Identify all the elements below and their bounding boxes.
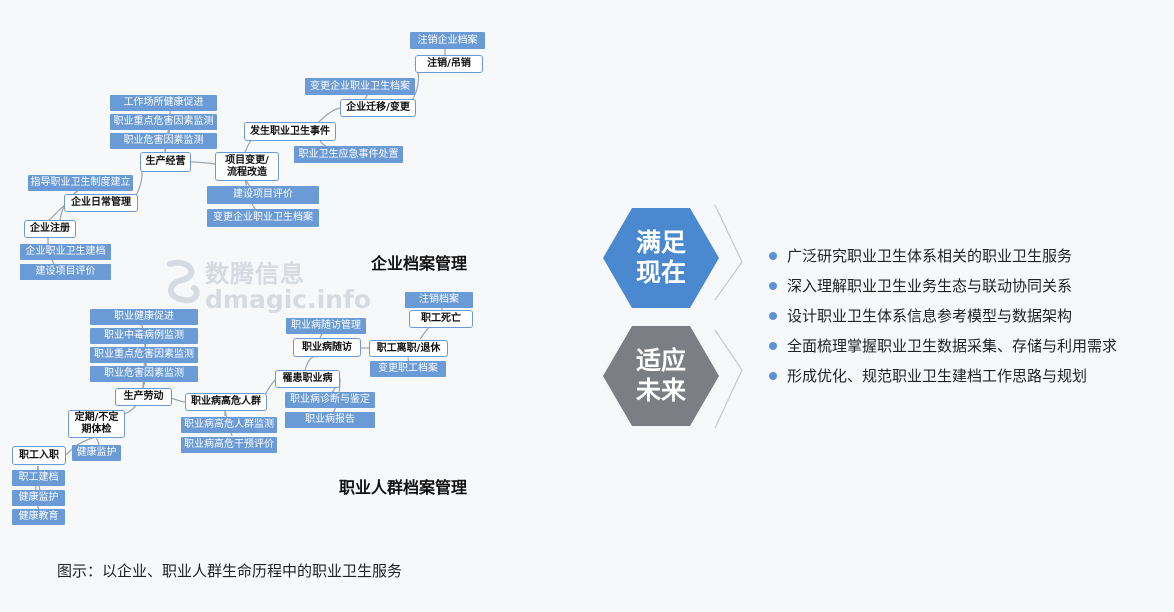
node-labor: 生产劳动 — [115, 388, 172, 406]
node-worker-entry: 职工入职 — [12, 446, 66, 465]
bullet-text: 全面梳理掌握职业卫生数据采集、存储与利用需求 — [787, 337, 1118, 355]
bullet-text: 深入理解职业卫生业务生态与联动协同关系 — [787, 277, 1073, 295]
bullet-item: 设计职业卫生体系信息参考模型与数据架构 — [769, 304, 1117, 334]
node-change-enterprise-record: 变更企业职业卫生档案 — [305, 78, 415, 95]
watermark: 数腾信息 dmagic.info — [205, 260, 372, 315]
bullet-item: 形成优化、规范职业卫生建档工作思路与规划 — [769, 364, 1117, 394]
node-health-event: 发生职业卫生事件 — [244, 122, 336, 141]
node-disease-followup: 职业病随访 — [293, 338, 361, 357]
hexagon-bottom-label: 适应 未来 — [635, 346, 686, 405]
watermark-logo-icon — [167, 259, 200, 304]
node-create-enterprise-record: 企业职业卫生建档 — [20, 244, 111, 260]
node-build-project-eval-2: 建设项目评价 — [20, 264, 111, 280]
node-periodic-exam: 定期/不定 期体检 — [68, 410, 125, 438]
node-key-hazard-monitor: 职业重点危害因素监测 — [110, 114, 217, 130]
node-hazard-monitor: 职业危害因素监测 — [110, 133, 217, 149]
node-population-key-hazard: 职业重点危害因素监测 — [90, 347, 198, 363]
bullet-item: 全面梳理掌握职业卫生数据采集、存储与利用需求 — [769, 334, 1117, 364]
bullet-list: 广泛研究职业卫生体系相关的职业卫生服务 深入理解职业卫生业务生态与联动协同关系 … — [769, 244, 1117, 394]
bullet-item: 深入理解职业卫生业务生态与联动协同关系 — [769, 274, 1117, 304]
node-emergency-response: 职业卫生应急事件处置 — [294, 146, 403, 163]
bullet-text: 设计职业卫生体系信息参考模型与数据架构 — [787, 307, 1073, 325]
bullet-dot-icon — [769, 342, 777, 350]
chevron-brackets — [714, 204, 743, 429]
population-section-title: 职业人群档案管理 — [339, 478, 468, 497]
bullet-dot-icon — [769, 372, 777, 380]
node-health-education: 健康教育 — [12, 509, 65, 525]
node-change-worker-record: 变更职工档案 — [370, 361, 446, 377]
figure-caption: 图示：以企业、职业人群生命历程中的职业卫生服务 — [57, 562, 403, 580]
node-enterprise-register: 企业注册 — [24, 220, 76, 238]
bullet-dot-icon — [769, 282, 777, 290]
node-system-guidance: 指导职业卫生制度建立 — [28, 175, 133, 191]
node-occupational-health-promotion: 职业健康促进 — [90, 309, 198, 325]
node-contract-disease: 罹患职业病 — [275, 370, 340, 388]
watermark-cn: 数腾信息 — [205, 260, 305, 288]
node-poison-case-monitor: 职业中毒病例监测 — [90, 328, 198, 344]
node-change-enterprise-record-2: 变更企业职业卫生档案 — [207, 209, 319, 227]
node-relocate: 企业迁移/变更 — [340, 99, 416, 117]
node-build-project-eval: 建设项目评价 — [207, 186, 319, 204]
node-population-hazard: 职业危害因素监测 — [90, 366, 198, 382]
node-health-monitor: 健康监护 — [72, 445, 121, 461]
node-workplace-health-promotion: 工作场所健康促进 — [110, 95, 217, 111]
node-high-risk-eval: 职业病高危干预评价 — [181, 437, 277, 453]
node-cancel: 注销/吊销 — [415, 55, 483, 73]
node-followup-management: 职业病随访管理 — [286, 318, 366, 334]
node-worker-retire: 职工离职/退休 — [369, 340, 448, 357]
node-cancel-record: 注销档案 — [405, 292, 473, 308]
node-project-change: 项目变更/ 流程改造 — [215, 152, 279, 181]
node-disease-report: 职业病报告 — [285, 412, 375, 428]
node-high-risk-group: 职业病高危人群 — [185, 393, 267, 411]
bullet-item: 广泛研究职业卫生体系相关的职业卫生服务 — [769, 244, 1117, 274]
node-daily-management: 企业日常管理 — [64, 194, 138, 212]
bullet-text: 形成优化、规范职业卫生建档工作思路与规划 — [787, 367, 1088, 385]
node-production: 生产经营 — [140, 152, 191, 172]
node-worker-record: 职工建档 — [12, 470, 65, 486]
watermark-en: dmagic.info — [205, 285, 372, 315]
enterprise-section-title: 企业档案管理 — [371, 254, 468, 273]
bullet-text: 广泛研究职业卫生体系相关的职业卫生服务 — [787, 247, 1073, 265]
node-worker-death: 职工死亡 — [409, 310, 473, 328]
node-high-risk-monitor: 职业病高危人群监测 — [181, 417, 277, 433]
node-cancel-enterprise-record: 注销企业档案 — [410, 32, 485, 49]
node-diagnosis: 职业病诊断与鉴定 — [285, 392, 375, 408]
bullet-dot-icon — [769, 312, 777, 320]
hexagon-top-label: 满足 现在 — [635, 228, 686, 287]
node-health-monitor-2: 健康监护 — [12, 490, 65, 506]
bullet-dot-icon — [769, 252, 777, 260]
